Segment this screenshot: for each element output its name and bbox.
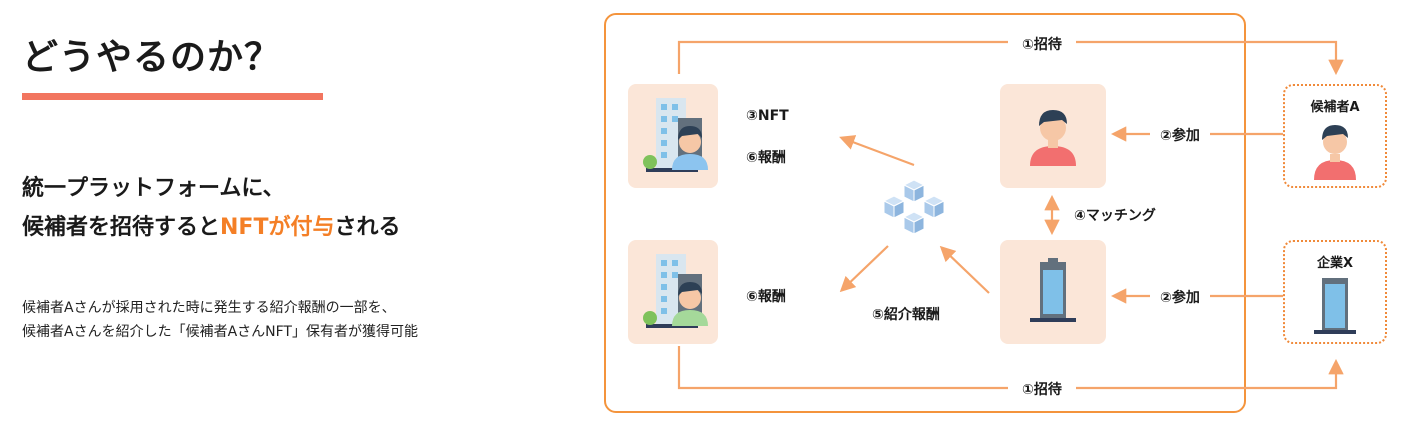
- invite-bottom-label: ①招待: [1008, 379, 1076, 399]
- join-bottom-label: ②参加: [1150, 287, 1210, 307]
- reward-top-label: ⑥報酬: [746, 147, 786, 167]
- join-top-label: ②参加: [1150, 125, 1210, 145]
- matching-label: ④マッチング: [1074, 205, 1156, 225]
- headline-line1: 統一プラットフォームに、: [22, 176, 285, 201]
- reward-bottom-label: ⑥報酬: [746, 286, 786, 306]
- invite-top-arrow: [677, 40, 1344, 76]
- headline-suffix: される: [334, 215, 401, 240]
- candidate-a-box: 候補者A: [1283, 84, 1387, 188]
- building-icon: [1030, 258, 1076, 322]
- description-line2: 候補者Aさんを紹介した「候補者AさんNFT」保有者が獲得可能: [22, 324, 418, 340]
- headline-prefix: 候補者を招待すると: [22, 215, 221, 240]
- holder-tile-top: [628, 84, 718, 188]
- description-line1: 候補者Aさんが採用された時に発生する紹介報酬の一部を、: [22, 300, 396, 316]
- candidate-tile: [1000, 84, 1106, 188]
- company-x-box: 企業X: [1283, 240, 1387, 344]
- page-title: どうやるのか？: [22, 37, 282, 78]
- referral-arrow: [939, 245, 990, 294]
- building-icon: [1314, 278, 1356, 334]
- person-icon: [1314, 125, 1356, 180]
- candidate-a-label: 候補者A: [1310, 100, 1360, 115]
- building-person-icon: [643, 98, 708, 172]
- company-x-label: 企業X: [1316, 256, 1354, 271]
- referral-reward-label: ⑤紹介報酬: [872, 304, 940, 324]
- nft-arrow: [839, 135, 915, 167]
- platform-frame: [604, 13, 1246, 413]
- title-underline: [22, 93, 323, 100]
- holder-tile-bottom: [628, 240, 718, 344]
- company-tile: [1000, 240, 1106, 344]
- blockchain-icon: [880, 178, 950, 246]
- headline-line2: 候補者を招待するとNFTが付与される: [22, 209, 400, 241]
- person-icon: [1030, 110, 1076, 166]
- building-person-icon: [643, 254, 708, 328]
- invite-top-label: ①招待: [1008, 34, 1076, 54]
- invite-bottom-arrow: [677, 346, 1344, 390]
- nft-label: ③NFT: [746, 108, 789, 124]
- reward-bottom-arrow: [839, 245, 889, 293]
- headline-accent: NFTが付与: [220, 215, 335, 240]
